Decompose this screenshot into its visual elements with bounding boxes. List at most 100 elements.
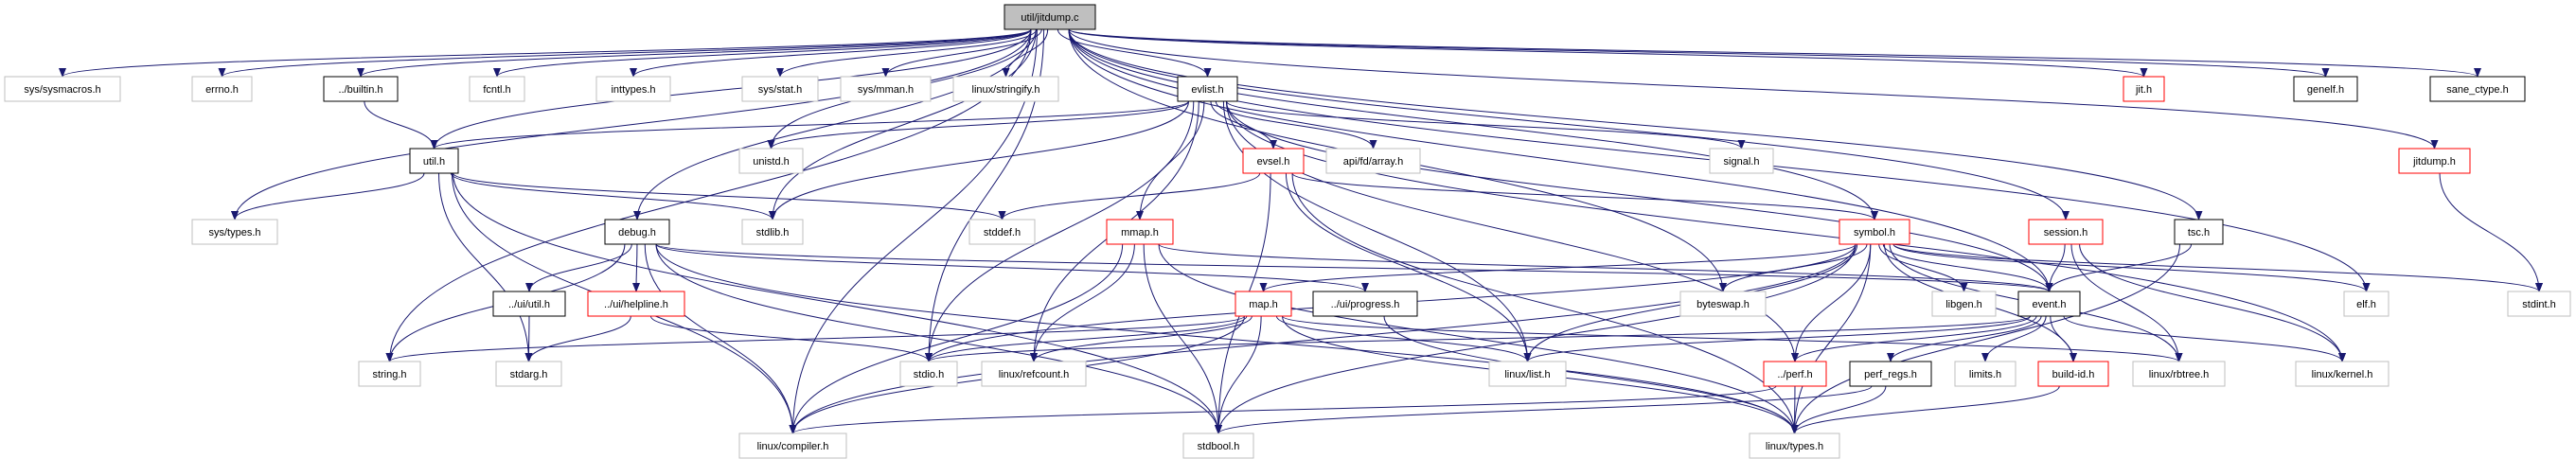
- node-box: [2132, 361, 2226, 387]
- node-kernel[interactable]: linux/kernel.h: [2295, 361, 2389, 387]
- node-evsel[interactable]: evsel.h: [1242, 148, 1305, 174]
- node-label: linux/types.h: [1766, 441, 1823, 452]
- node-jitdumph[interactable]: jitdump.h: [2398, 148, 2471, 174]
- node-sanectype[interactable]: sane_ctype.h: [2429, 76, 2526, 102]
- node-sysmman[interactable]: sys/mman.h: [840, 76, 932, 102]
- node-genelf[interactable]: genelf.h: [2293, 76, 2358, 102]
- node-debug[interactable]: debug.h: [604, 219, 670, 245]
- node-box: [492, 291, 566, 317]
- node-inttypes[interactable]: inttypes.h: [595, 76, 671, 102]
- node-label: elf.h: [2356, 299, 2376, 310]
- node-box: [2037, 361, 2109, 387]
- node-stddef[interactable]: stddef.h: [968, 219, 1036, 245]
- node-evlist[interactable]: evlist.h: [1177, 76, 1238, 102]
- node-stringify[interactable]: linux/stringify.h: [952, 76, 1059, 102]
- node-box: [738, 433, 847, 459]
- node-unistd[interactable]: unistd.h: [738, 148, 804, 174]
- edge-util-to-stdbool: [453, 172, 1222, 434]
- edge-util-to-stdarg: [438, 172, 533, 362]
- node-errno[interactable]: errno.h: [191, 76, 253, 102]
- node-box: [899, 361, 958, 387]
- node-box: [1177, 76, 1238, 102]
- node-compiler[interactable]: linux/compiler.h: [738, 433, 847, 459]
- node-rbtree[interactable]: linux/rbtree.h: [2132, 361, 2226, 387]
- node-box: [323, 76, 399, 102]
- node-label: debug.h: [618, 227, 656, 238]
- node-label: fcntl.h: [483, 84, 510, 96]
- node-buildid[interactable]: build-id.h: [2037, 361, 2109, 387]
- node-builtin[interactable]: ../builtin.h: [323, 76, 399, 102]
- node-label: stdio.h: [914, 369, 944, 380]
- node-label: map.h: [1249, 299, 1278, 310]
- edge-event-to-kernel: [2063, 315, 2346, 362]
- node-map[interactable]: map.h: [1235, 291, 1292, 317]
- edge-root-to-jit: [1068, 28, 2148, 78]
- node-label: sys/types.h: [208, 227, 260, 238]
- node-label: linux/compiler.h: [757, 441, 829, 452]
- node-box: [469, 76, 525, 102]
- edge-event-to-stdio: [925, 315, 2031, 362]
- edge-root-to-tsc: [1068, 28, 2203, 221]
- node-stdbool[interactable]: stdbool.h: [1182, 433, 1254, 459]
- edge-helpline-to-stdio: [649, 315, 933, 362]
- node-fdarray[interactable]: api/fd/array.h: [1325, 148, 1421, 174]
- node-libgen[interactable]: libgen.h: [1931, 291, 1997, 317]
- edge-root-to-genelf: [1068, 28, 2330, 78]
- node-event[interactable]: event.h: [2017, 291, 2081, 317]
- edge-perfregs-to-types: [1790, 385, 1887, 434]
- node-box: [2343, 291, 2389, 317]
- node-stdint[interactable]: stdint.h: [2507, 291, 2571, 317]
- node-box: [840, 76, 932, 102]
- node-byteswap[interactable]: byteswap.h: [1679, 291, 1767, 317]
- node-perf[interactable]: ../perf.h: [1763, 361, 1827, 387]
- node-helpline[interactable]: ../ui/helpline.h: [587, 291, 685, 317]
- node-types[interactable]: linux/types.h: [1749, 433, 1840, 459]
- node-box: [1679, 291, 1767, 317]
- node-tsc[interactable]: tsc.h: [2174, 219, 2224, 245]
- node-label: symbol.h: [1854, 227, 1895, 238]
- node-sysstat[interactable]: sys/stat.h: [741, 76, 819, 102]
- node-sysmacros[interactable]: sys/sysmacros.h: [4, 76, 121, 102]
- edge-mmap-to-refcount: [1030, 243, 1135, 362]
- edge-util-to-stdlib: [450, 172, 776, 221]
- node-signal[interactable]: signal.h: [1709, 148, 1774, 174]
- edge-event-to-perf: [1791, 315, 2037, 362]
- edge-session-to-event: [2045, 243, 2066, 292]
- node-box: [1325, 148, 1421, 174]
- node-mmap[interactable]: mmap.h: [1106, 219, 1174, 245]
- node-stdlib[interactable]: stdlib.h: [741, 219, 804, 245]
- node-label: util.h: [423, 156, 445, 168]
- node-systypes[interactable]: sys/types.h: [191, 219, 278, 245]
- node-label: ../builtin.h: [338, 84, 382, 96]
- node-stdarg[interactable]: stdarg.h: [495, 361, 562, 387]
- node-jit[interactable]: jit.h: [2123, 76, 2165, 102]
- node-limits[interactable]: limits.h: [1954, 361, 2016, 387]
- edge-helpline-to-stdarg: [524, 315, 631, 362]
- edge-evlist-to-stdio: [925, 100, 1195, 362]
- node-label: unistd.h: [753, 156, 790, 168]
- node-util[interactable]: util.h: [409, 148, 459, 174]
- node-session[interactable]: session.h: [2028, 219, 2104, 245]
- node-refcount[interactable]: linux/refcount.h: [981, 361, 1087, 387]
- edge-root-to-evlist: [1057, 28, 1212, 78]
- edge-symbol-to-event: [1882, 243, 2053, 292]
- edge-map-to-stdbool: [1215, 315, 1262, 434]
- node-symbol[interactable]: symbol.h: [1839, 219, 1910, 245]
- node-label: mmap.h: [1121, 227, 1159, 238]
- node-root[interactable]: util/jitdump.c: [1004, 4, 1096, 30]
- node-fcntl[interactable]: fcntl.h: [469, 76, 525, 102]
- node-box: [358, 361, 421, 387]
- node-elf[interactable]: elf.h: [2343, 291, 2389, 317]
- edge-root-to-sysmacros: [59, 28, 1032, 78]
- edge-buildid-to-types: [1790, 385, 2060, 434]
- edge-symbol-to-map: [1259, 243, 1856, 292]
- node-stdio[interactable]: stdio.h: [899, 361, 958, 387]
- node-perfregs[interactable]: perf_regs.h: [1849, 361, 1932, 387]
- node-list[interactable]: linux/list.h: [1488, 361, 1567, 387]
- edge-symbol-to-elf: [1892, 243, 2371, 292]
- node-string[interactable]: string.h: [358, 361, 421, 387]
- node-uiutil[interactable]: ../ui/util.h: [492, 291, 566, 317]
- node-label: ../ui/helpline.h: [604, 299, 668, 310]
- node-progress[interactable]: ../ui/progress.h: [1312, 291, 1418, 317]
